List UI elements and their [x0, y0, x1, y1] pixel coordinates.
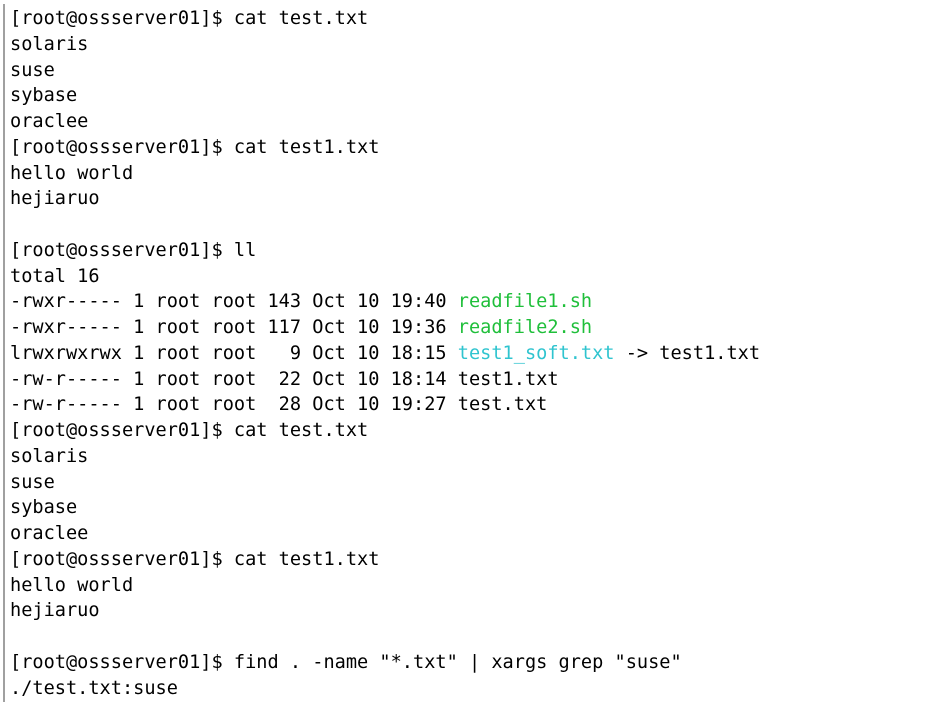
terminal-text: solaris	[10, 445, 89, 467]
terminal-text: -rwxr----- 1 root root 143 Oct 10 19:40	[10, 291, 458, 313]
terminal-line: [root@ossserver01]$ cat test1.txt	[10, 547, 926, 573]
terminal-line: suse	[10, 470, 926, 496]
terminal-text: [root@ossserver01]$ find . -name "*.txt"…	[10, 651, 682, 673]
terminal-text: hejiaruo	[10, 188, 100, 210]
terminal-line: suse	[10, 58, 926, 84]
terminal-text: [root@ossserver01]$ cat test1.txt	[10, 136, 380, 158]
terminal-text: total 16	[10, 265, 100, 287]
terminal-text: [root@ossserver01]$ cat test.txt	[10, 420, 369, 441]
executable-filename: readfile1.sh	[457, 291, 593, 313]
terminal-text: oraclee	[10, 111, 89, 132]
terminal-text: sybase	[10, 497, 78, 519]
terminal-line: [root@ossserver01]$ ll	[10, 238, 926, 264]
terminal-text: [root@ossserver01]$ cat test.txt	[10, 8, 369, 29]
terminal-line: hejiaruo	[10, 186, 926, 212]
terminal-text: ./test.txt:suse	[10, 677, 178, 699]
terminal-text: -rw-r----- 1 root root 28 Oct 10 19:27 t…	[10, 394, 548, 416]
terminal-text: -> test1.txt	[614, 342, 761, 364]
terminal-line: -rw-r----- 1 root root 22 Oct 10 18:14 t…	[10, 367, 926, 393]
terminal-line: [root@ossserver01]$ find . -name "*.txt"…	[10, 650, 926, 676]
terminal-text: -rwxr----- 1 root root 117 Oct 10 19:36	[10, 317, 458, 338]
terminal-text: suse	[10, 471, 55, 493]
terminal-line: [root@ossserver01]$ cat test1.txt	[10, 135, 926, 161]
terminal-text: lrwxrwxrwx 1 root root 9 Oct 10 18:15	[10, 342, 458, 364]
terminal-line: hello world	[10, 161, 926, 187]
terminal-line	[10, 624, 926, 650]
terminal-left-border	[3, 4, 5, 702]
symlink-filename: test1_soft.txt	[457, 342, 615, 364]
terminal-line: ./test.txt:suse	[10, 676, 926, 702]
terminal-line: lrwxrwxrwx 1 root root 9 Oct 10 18:15 te…	[10, 341, 926, 367]
terminal-line: -rw-r----- 1 root root 28 Oct 10 19:27 t…	[10, 392, 926, 418]
terminal-line: hello world	[10, 573, 926, 599]
terminal-text: oraclee	[10, 523, 89, 544]
terminal-text: solaris	[10, 33, 89, 55]
terminal-line: oraclee	[10, 109, 926, 135]
terminal-line: [root@ossserver01]$ cat test.txt	[10, 418, 926, 444]
terminal-line: sybase	[10, 495, 926, 521]
terminal-text: sybase	[10, 85, 78, 107]
terminal-text: suse	[10, 59, 55, 81]
terminal-text: -rw-r----- 1 root root 22 Oct 10 18:14 t…	[10, 368, 559, 390]
terminal-text: [root@ossserver01]$ ll	[10, 239, 257, 261]
terminal-line	[10, 212, 926, 238]
terminal-line: [root@ossserver01]$ cat test.txt	[10, 6, 926, 32]
terminal-line: sybase	[10, 83, 926, 109]
terminal-line: -rwxr----- 1 root root 117 Oct 10 19:36 …	[10, 315, 926, 341]
terminal-line: solaris	[10, 444, 926, 470]
executable-filename: readfile2.sh	[457, 317, 593, 338]
terminal-output[interactable]: [root@ossserver01]$ cat test.txt solaris s…	[10, 6, 926, 701]
terminal-line: total 16	[10, 264, 926, 290]
terminal-text: hejiaruo	[10, 600, 100, 622]
terminal-text: [root@ossserver01]$ cat test1.txt	[10, 548, 380, 570]
terminal-line: -rwxr----- 1 root root 143 Oct 10 19:40 …	[10, 289, 926, 315]
terminal-line: oraclee	[10, 521, 926, 547]
terminal-text: hello world	[10, 574, 134, 596]
terminal-line: solaris	[10, 32, 926, 58]
terminal-text: hello world	[10, 162, 134, 184]
terminal-line: hejiaruo	[10, 598, 926, 624]
